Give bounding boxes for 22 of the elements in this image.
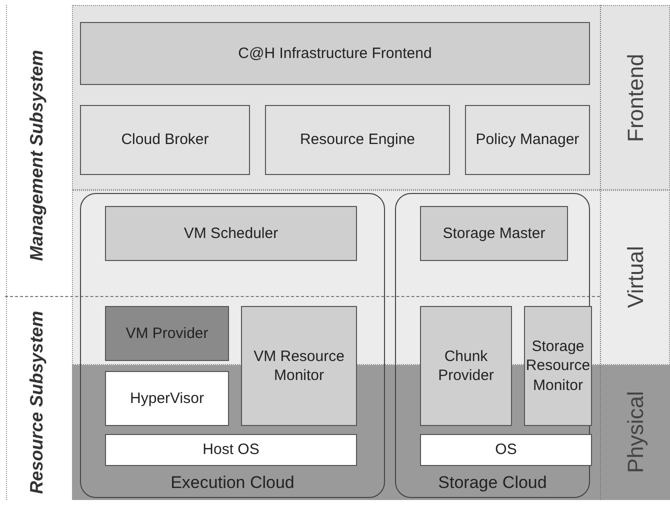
component-box: Chunk Provider bbox=[420, 306, 512, 426]
component-box: Host OS bbox=[105, 434, 357, 466]
component-box: HyperVisor bbox=[105, 371, 229, 426]
cloud-panel bbox=[395, 193, 590, 498]
component-box: VM Scheduler bbox=[105, 206, 357, 261]
component-box: Storage Master bbox=[420, 206, 568, 261]
panel-title: Storage Cloud bbox=[437, 473, 548, 493]
component-box: C@H Infrastructure Frontend bbox=[80, 22, 590, 85]
component-box: Policy Manager bbox=[465, 105, 590, 175]
component-box: VM Resource Monitor bbox=[241, 306, 357, 426]
cloud-panel bbox=[80, 193, 385, 498]
component-box: Resource Engine bbox=[265, 105, 450, 175]
component-box: Storage Resource Monitor bbox=[524, 306, 592, 426]
subsystem-label: Management Subsystem bbox=[26, 48, 48, 263]
component-box: Cloud Broker bbox=[80, 105, 250, 175]
layer-label: Physical bbox=[622, 390, 649, 476]
subsystem-label: Resource Subsystem bbox=[26, 310, 48, 495]
component-box: VM Provider bbox=[105, 306, 229, 361]
component-box: OS bbox=[420, 434, 592, 466]
panel-title: Execution Cloud bbox=[170, 473, 296, 493]
layer-label: Virtual bbox=[622, 246, 649, 310]
layer-label: Frontend bbox=[622, 52, 649, 144]
